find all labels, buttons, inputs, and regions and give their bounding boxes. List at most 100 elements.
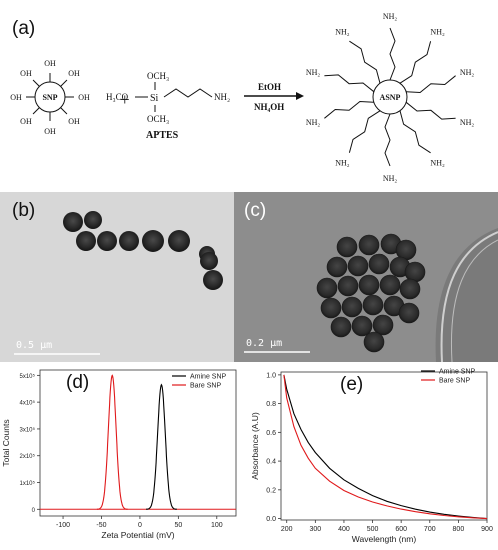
nanoparticle xyxy=(326,256,348,278)
snp-label: SNP xyxy=(42,93,57,102)
y-tick-label: 0.4 xyxy=(266,459,276,466)
x-tick-label: 800 xyxy=(453,526,465,533)
snp-circle xyxy=(34,81,66,113)
x-tick-label: 500 xyxy=(367,526,379,533)
scale-text-b: 0.5 µm xyxy=(16,340,52,351)
nanoparticle xyxy=(363,331,385,353)
oh-label: OH xyxy=(44,59,56,68)
y-tick-label: 5x10⁵ xyxy=(20,373,36,380)
nanoparticle xyxy=(84,211,102,229)
nanoparticle xyxy=(142,230,164,252)
nanoparticle xyxy=(97,231,117,251)
aminopropyl-chain xyxy=(324,74,375,93)
x-tick-label: 700 xyxy=(424,526,436,533)
nh2-label: NH₂ xyxy=(383,12,398,21)
aptes-och3-bottom: OCH₃ xyxy=(147,114,169,124)
series-line xyxy=(145,383,177,510)
x-tick-label: -50 xyxy=(96,522,106,529)
aptes-name: APTES xyxy=(146,130,179,141)
y-axis-label: Absorbance (A.U) xyxy=(250,412,260,480)
asnp-circle xyxy=(372,79,408,115)
film-edge xyxy=(450,239,498,362)
nanoparticle xyxy=(337,275,359,297)
panel-a-label: (a) xyxy=(12,18,36,39)
x-axis-label: Zeta Potential (mV) xyxy=(101,530,174,540)
asnp-label: ASNP xyxy=(380,93,401,102)
panel-d-label: (d) xyxy=(66,372,90,393)
aptes-molecule: OCH₃ H₃CO Si OCH₃ NH₂ APTES xyxy=(106,71,230,141)
nanoparticle xyxy=(398,302,420,324)
aminopropyl-chain xyxy=(384,113,391,167)
y-tick-label: 0.8 xyxy=(266,401,276,408)
aminopropyl-chain xyxy=(324,100,374,119)
nanoparticle xyxy=(358,274,380,296)
oh-bond xyxy=(32,79,40,87)
x-tick-label: 100 xyxy=(211,522,223,529)
aminopropyl-chain xyxy=(399,41,432,84)
aptes-h3co: H₃CO xyxy=(106,92,129,102)
x-tick-label: 900 xyxy=(481,526,493,533)
reaction-arrow: EtOH NH₄OH xyxy=(244,82,304,112)
aminopropyl-chain xyxy=(399,110,431,154)
nh2-label: NH₂ xyxy=(430,159,445,168)
reagent-nh4oh: NH₄OH xyxy=(254,102,284,112)
nh2-label: NH₂ xyxy=(335,28,350,37)
oh-label: OH xyxy=(68,117,80,126)
plot-frame xyxy=(39,369,237,517)
x-tick-label: 300 xyxy=(309,526,321,533)
x-tick-label: -100 xyxy=(56,522,70,529)
x-tick-label: 0 xyxy=(138,522,142,529)
nanoparticle xyxy=(368,253,390,275)
y-tick-label: 2x10⁵ xyxy=(20,453,36,460)
particle-cluster xyxy=(316,233,426,353)
x-tick-label: 400 xyxy=(338,526,350,533)
reagent-etoh: EtOH xyxy=(258,82,281,92)
series-line xyxy=(283,374,488,520)
y-tick-label: 1.0 xyxy=(266,372,276,379)
tem-image-c: 0.2 µm (c) xyxy=(234,192,498,362)
oh-label: OH xyxy=(68,69,80,78)
nh2-label: NH₂ xyxy=(335,159,350,168)
y-tick-label: 0.0 xyxy=(266,516,276,523)
oh-bond xyxy=(32,107,40,115)
x-axis-label: Wavelength (nm) xyxy=(352,534,417,544)
legend-label: Bare SNP xyxy=(190,383,221,390)
aminopropyl-chain xyxy=(406,75,456,94)
nanoparticle xyxy=(372,314,394,336)
y-axis-label: Total Counts xyxy=(1,419,11,466)
nanoparticle xyxy=(341,296,363,318)
aptes-nh2: NH₂ xyxy=(214,92,230,102)
oh-label: OH xyxy=(78,93,90,102)
tem-image-b: 0.5 µm (b) xyxy=(0,192,234,362)
nh2-label: NH₂ xyxy=(306,118,321,127)
nh2-label: NH₂ xyxy=(306,68,321,77)
legend-label: Bare SNP xyxy=(439,378,470,385)
nh2-label: NH₂ xyxy=(460,68,475,77)
aminopropyl-chain xyxy=(405,101,456,120)
nanoparticle xyxy=(168,230,190,252)
aminopropyl-chain xyxy=(348,110,381,153)
tem-b-particles: 0.5 µm xyxy=(14,211,223,355)
tem-c-particles: 0.2 µm xyxy=(244,228,498,362)
nanoparticle xyxy=(63,212,83,232)
nanoparticle xyxy=(362,294,384,316)
panel-e-label: (e) xyxy=(340,374,364,395)
nanoparticle xyxy=(336,236,358,258)
oh-bond xyxy=(60,107,68,115)
film-edge xyxy=(440,231,498,362)
nanoparticle xyxy=(330,316,352,338)
nanoparticle xyxy=(399,278,421,300)
nanoparticle xyxy=(119,231,139,251)
nanoparticle xyxy=(203,270,223,290)
y-tick-label: 1x10⁵ xyxy=(20,480,36,487)
panel-c-label: (c) xyxy=(244,200,267,221)
oh-label: OH xyxy=(10,93,22,102)
y-tick-label: 3x10⁵ xyxy=(20,426,36,433)
y-tick-label: 4x10⁵ xyxy=(20,400,36,407)
oh-bond xyxy=(60,79,68,87)
